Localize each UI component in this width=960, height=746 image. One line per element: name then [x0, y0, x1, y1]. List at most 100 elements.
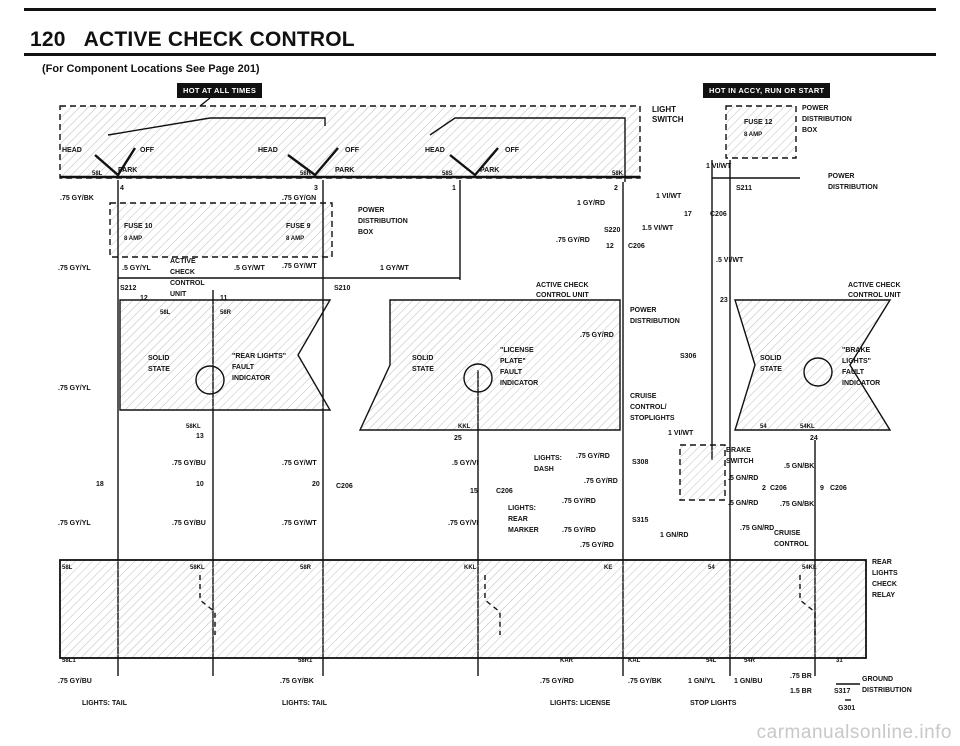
wire-label: .75 GY/WT [282, 263, 317, 270]
wire-label: .75 GY/WT [282, 520, 317, 527]
unit-pin-label: 58R [220, 310, 232, 316]
terminal-58l-label: 58L [92, 171, 103, 177]
fuse-label: FUSE 10 [124, 223, 153, 230]
tail-lights-load-label: LIGHTS: TAIL [282, 700, 328, 707]
connector-pin-label: 24 [810, 435, 818, 442]
wire-label: .75 GY/BU [172, 460, 206, 467]
license-plate-indicator-label: INDICATOR [500, 380, 538, 387]
wire-label: 1.5 VI/WT [642, 225, 674, 232]
ground-g301-label: G301 [838, 705, 855, 712]
active-check-unit-right [734, 299, 892, 431]
active-check-label: CONTROL UNIT [536, 292, 589, 299]
splice-s306-label: S306 [680, 353, 696, 360]
fuse-box-right [725, 105, 797, 159]
relay-pin-label: KKL [464, 565, 477, 571]
wire-label: .75 GY/RD [562, 527, 596, 534]
fuse-box-left [109, 202, 333, 258]
pin-label: 3 [314, 185, 318, 192]
splice-s308-label: S308 [632, 459, 648, 466]
wire-label: .75 GN/BK [780, 501, 814, 508]
page-number: 120 [30, 28, 66, 51]
wire-label: .5 GY/VI [452, 460, 479, 467]
wire-label: 1 VI/WT [656, 193, 682, 200]
wire-label: 1 GY/WT [380, 265, 410, 272]
active-check-label: ACTIVE CHECK [848, 282, 901, 289]
active-check-label: UNIT [170, 291, 187, 298]
terminal-58k-label: 58K [612, 171, 624, 177]
wire-label: 1.5 BR [790, 688, 812, 695]
power-distribution-label: DISTRIBUTION [630, 318, 680, 325]
connector-pin-label: 11 [220, 295, 228, 302]
fuse-amp-label: 8 AMP [124, 236, 142, 242]
power-distribution-label: DISTRIBUTION [802, 116, 852, 123]
splice-s317-label: S317 [834, 688, 850, 695]
connector-c206-label: C206 [710, 211, 727, 218]
wire-label: .75 GY/GN [282, 195, 316, 202]
connector-pin-label: 2 [762, 485, 766, 492]
pin-label: 1 [452, 185, 456, 192]
power-distribution-label: DISTRIBUTION [358, 218, 408, 225]
relay-pin-label: 58R [300, 565, 312, 571]
license-plate-indicator-label: FAULT [500, 369, 523, 376]
terminal-58s-label: 58S [442, 171, 453, 177]
switch-park-label: PARK [480, 167, 499, 174]
unit-pin-label: 58KL [186, 424, 201, 430]
relay-pin-label: 54L [706, 658, 717, 664]
unit-pin-label: KKL [458, 424, 471, 430]
connector-pin-label: 10 [196, 481, 204, 488]
dash-lights-label: DASH [534, 466, 554, 473]
wire-label: .75 GY/RD [584, 478, 618, 485]
rear-marker-label: MARKER [508, 527, 539, 534]
distribution-label: DISTRIBUTION [862, 687, 912, 694]
brake-lights-indicator-label: LIGHTS" [842, 358, 871, 365]
terminal-58r-label: 58R [300, 171, 312, 177]
relay-pin-label: 54R [744, 658, 756, 664]
connector-pin-label: 17 [684, 211, 692, 218]
rear-lights-indicator-label: INDICATOR [232, 375, 270, 382]
pin-label: 2 [614, 185, 618, 192]
wire-label: .75 GY/BK [60, 195, 94, 202]
wire-label: .75 GY/BU [172, 520, 206, 527]
wire-label: .75 GY/RD [580, 332, 614, 339]
rear-lights-check-relay-box [59, 559, 867, 659]
connector-c206-label: C206 [830, 485, 847, 492]
relay-pin-label: 58KL [190, 565, 205, 571]
wire-label: .75 BR [790, 673, 812, 680]
rear-marker-label: REAR [508, 516, 528, 523]
license-plate-indicator-label: PLATE" [500, 358, 526, 365]
active-check-unit-center [358, 299, 621, 431]
active-check-label: ACTIVE [170, 258, 196, 265]
switch-park-label: PARK [118, 167, 137, 174]
page-title: 120 ACTIVE CHECK CONTROL [30, 28, 355, 52]
wire-label: .75 GY/YL [58, 265, 91, 272]
cruise-label: STOPLIGHTS [630, 415, 675, 422]
brake-lights-indicator-label: FAULT [842, 369, 865, 376]
cruise-label: CONTROL/ [630, 404, 667, 411]
relay-pin-label: 31 [836, 658, 843, 664]
wire-label: 1 GN/BU [734, 678, 762, 685]
switch-head-label: HEAD [258, 147, 278, 154]
solid-state-label: SOLID [148, 355, 169, 362]
relay-pin-label: 54 [708, 565, 715, 571]
wire-label: .75 GY/YL [58, 385, 91, 392]
wire-label: .75 GY/VI [448, 520, 478, 527]
relay-pin-label: 58R1 [298, 658, 313, 664]
license-lights-load-label: LIGHTS: LICENSE [550, 700, 611, 707]
connector-pin-label: 9 [820, 485, 824, 492]
wire-label: .75 GY/RD [580, 542, 614, 549]
wire-label: .75 GY/RD [576, 453, 610, 460]
rear-lights-indicator-label: FAULT [232, 364, 255, 371]
relay-pin-label: 54KL [802, 565, 817, 571]
wire-label: 1 VI/WT [668, 430, 694, 437]
connector-pin-label: 13 [196, 433, 204, 440]
rear-marker-label: LIGHTS: [508, 505, 536, 512]
stop-lights-load-label: STOP LIGHTS [690, 700, 737, 707]
switch-park-label: PARK [335, 167, 354, 174]
relay-label: REAR [872, 559, 892, 566]
wire-label: .75 GN/RD [740, 525, 774, 532]
switch-head-label: HEAD [425, 147, 445, 154]
fuse-amp-label: 8 AMP [744, 132, 762, 138]
page-title-text: ACTIVE CHECK CONTROL [83, 28, 355, 51]
